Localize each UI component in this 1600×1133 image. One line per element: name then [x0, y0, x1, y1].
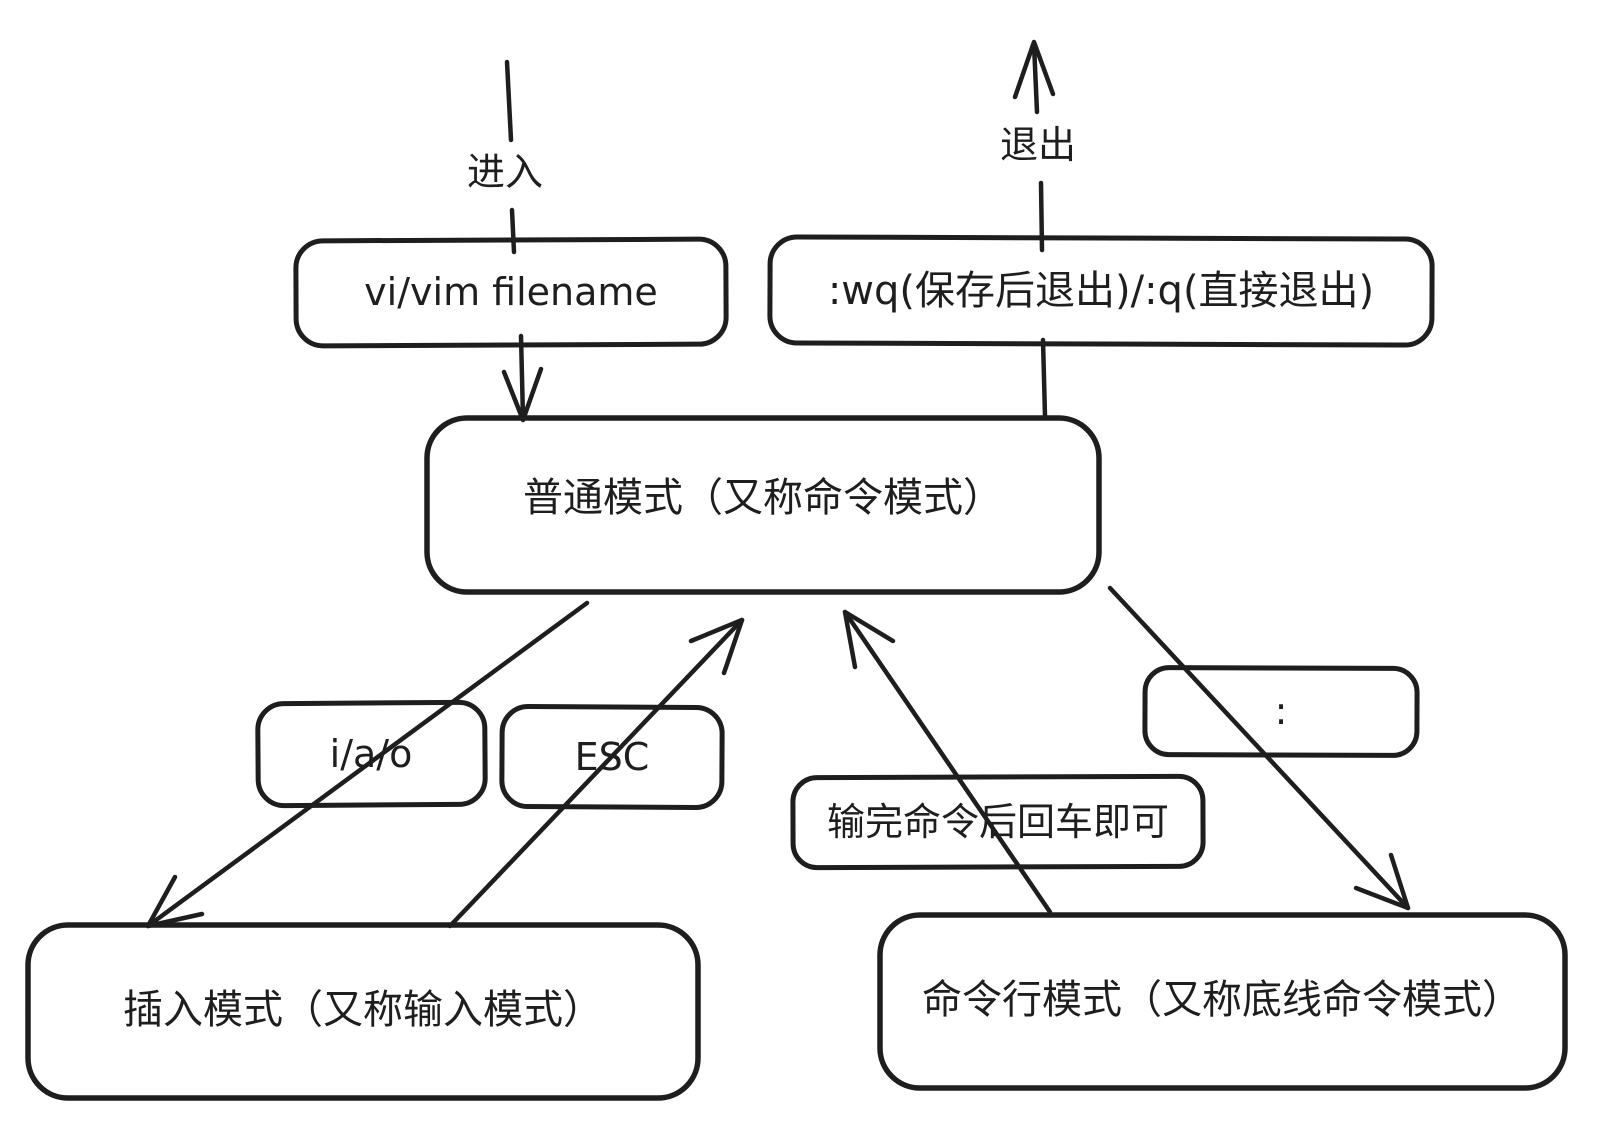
node-colon-key-label: : — [1275, 689, 1288, 733]
arrowhead-up — [842, 609, 896, 670]
node-colon-key: : — [1142, 665, 1420, 758]
edge-exit-arrow — [1012, 39, 1056, 115]
node-iao-key: i/a/o — [255, 699, 488, 809]
node-iao-key-label: i/a/o — [330, 732, 413, 776]
arrowhead-down — [501, 366, 544, 423]
node-insert-mode: 插入模式（又称输入模式） — [25, 922, 701, 1101]
node-quit-command-label: :wq(保存后退出)/:q(直接退出) — [828, 268, 1374, 314]
node-boxes: vi/vim filename :wq(保存后退出)/:q(直接退出) 普通模式… — [25, 234, 1568, 1101]
node-vi-command-label: vi/vim filename — [364, 270, 658, 314]
node-enter-hint: 输完命令后回车即可 — [790, 773, 1206, 871]
arrowhead-up — [1012, 39, 1056, 100]
edge-colon-arrow — [1107, 585, 1411, 911]
node-normal-mode-label: 普通模式（又称命令模式） — [523, 475, 1003, 521]
node-enter-hint-label: 输完命令后回车即可 — [827, 800, 1169, 844]
edge-esc-arrow — [447, 617, 745, 929]
arrowhead-down-right — [1353, 852, 1411, 911]
arrowhead-up-right — [688, 617, 745, 676]
node-normal-mode: 普通模式（又称命令模式） — [424, 415, 1102, 595]
exit-label: 退出 — [1000, 123, 1076, 167]
node-esc-key: ESC — [499, 704, 725, 810]
edge-enter-to-vi-box — [509, 207, 517, 255]
edge-enter-top-segment — [504, 59, 514, 143]
edge-exit-to-wq-box — [1038, 180, 1045, 253]
edges-front — [501, 39, 1056, 423]
edge-enter-arrow — [842, 609, 1053, 915]
enter-label: 进入 — [467, 150, 543, 194]
edge-wq-to-normal — [1040, 337, 1048, 419]
edges-behind — [145, 585, 1411, 929]
node-cmdline-mode-label: 命令行模式（又称底线命令模式） — [922, 977, 1522, 1023]
node-cmdline-mode: 命令行模式（又称底线命令模式） — [877, 912, 1568, 1091]
node-quit-command: :wq(保存后退出)/:q(直接退出) — [767, 234, 1435, 348]
node-insert-mode-label: 插入模式（又称输入模式） — [123, 987, 603, 1033]
edge-vi-to-normal — [501, 333, 544, 423]
node-vi-command: vi/vim filename — [293, 236, 729, 349]
node-esc-key-label: ESC — [575, 735, 650, 779]
